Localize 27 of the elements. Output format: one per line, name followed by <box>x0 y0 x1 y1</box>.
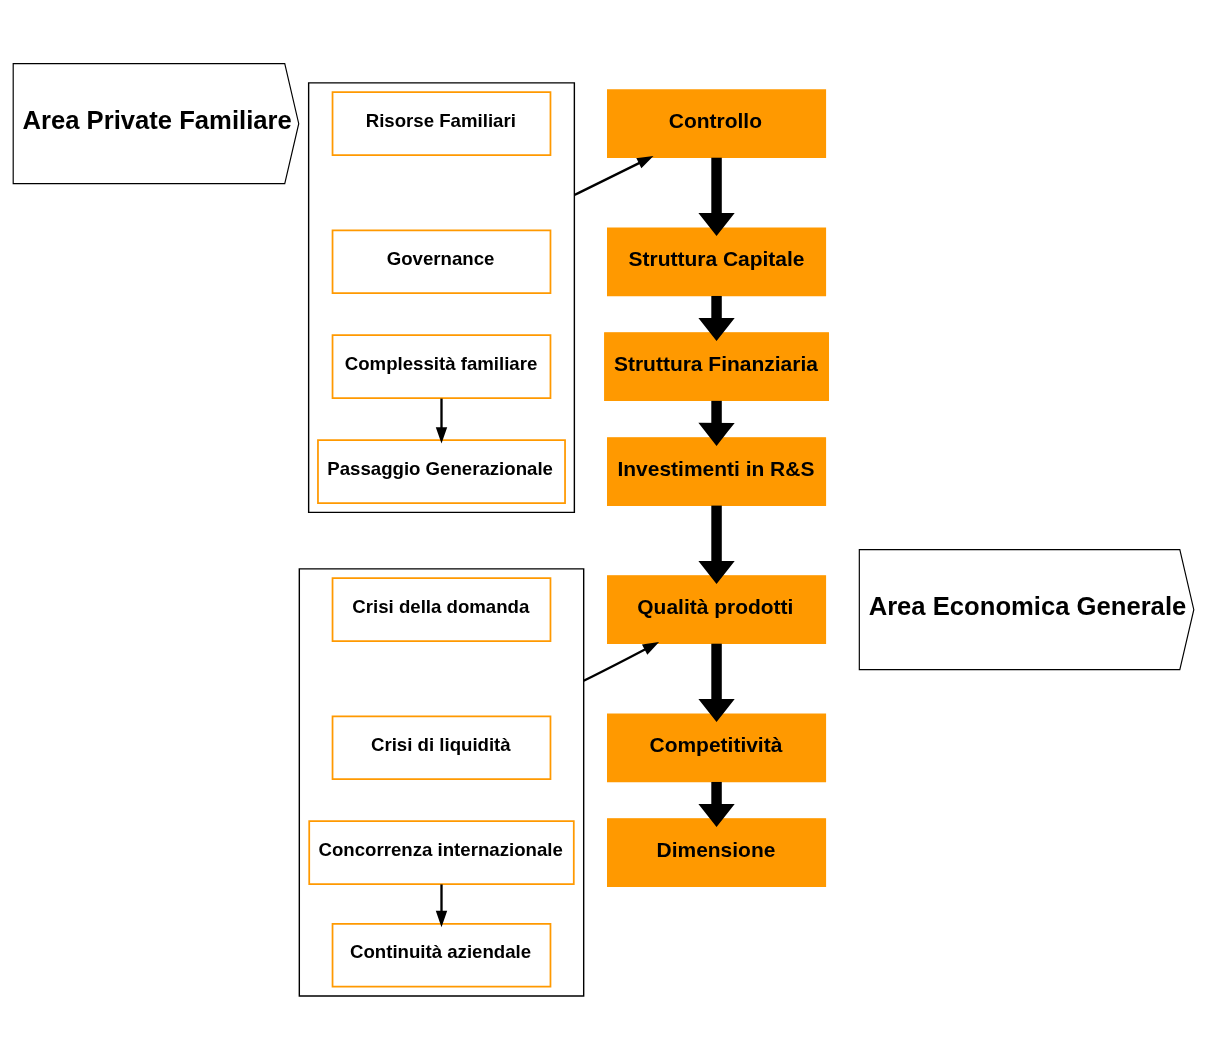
node-box: Controllo <box>607 89 827 159</box>
arrow <box>583 641 660 682</box>
node-box: Struttura Capitale <box>607 227 827 297</box>
node-box: Crisi della domanda <box>331 577 552 642</box>
arrow <box>698 643 735 723</box>
arrow <box>573 155 654 197</box>
node-box: Continuità aziendale <box>331 922 552 988</box>
node-box: Risorse Familiari <box>331 91 552 156</box>
arrow <box>698 400 735 446</box>
node-box: Concorrenza internazionale <box>308 820 575 885</box>
node-box: Competitività <box>607 713 827 783</box>
arrow <box>435 398 448 444</box>
arrow <box>698 295 735 342</box>
node-box: Struttura Finanziaria <box>604 332 829 402</box>
node-box: Complessità familiare <box>331 334 552 399</box>
arrow <box>698 505 735 584</box>
arrow <box>698 157 735 237</box>
cluster <box>298 568 585 997</box>
node-box: Passaggio Generazionale <box>317 439 566 504</box>
cluster <box>307 82 576 514</box>
arrow <box>435 884 448 928</box>
node-box: Crisi di liquidità <box>331 715 552 781</box>
node-box: Governance <box>331 229 552 295</box>
node-box: Dimensione <box>607 818 827 888</box>
arrow <box>698 781 735 827</box>
node-box: Qualità prodotti <box>607 575 827 645</box>
node-box: Investimenti in R&S <box>607 437 827 506</box>
